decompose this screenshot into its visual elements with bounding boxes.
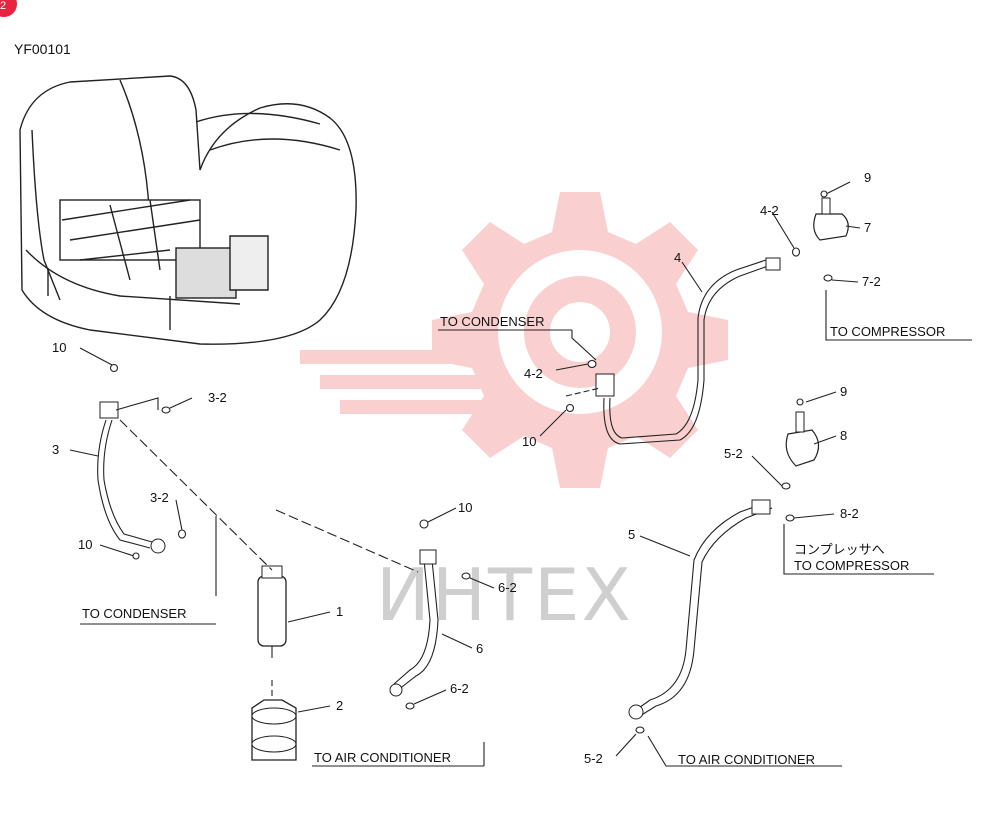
callout-7: 7 [864, 220, 871, 235]
compressor-fitting-8 [785, 411, 820, 467]
callout-8: 8 [840, 428, 847, 443]
watermark-text: ИНТЕХ [376, 553, 633, 637]
page-badge: 2 [0, 0, 17, 17]
label-to-condenser-left: TO CONDENSER [82, 606, 187, 621]
page-badge-number: 2 [0, 0, 6, 12]
drier-bracket [251, 680, 297, 761]
drawing-code: YF00101 [14, 41, 71, 57]
callout-9-a: 9 [864, 170, 871, 185]
callout-4-2-b: 4-2 [524, 366, 543, 381]
small-parts [109, 190, 833, 734]
callout-1: 1 [336, 604, 343, 619]
callout-3: 3 [52, 442, 59, 457]
label-to-compressor-mid: TO COMPRESSOR [794, 558, 909, 573]
callout-7-2: 7-2 [862, 274, 881, 289]
label-to-condenser-top: TO CONDENSER [440, 314, 545, 329]
callout-3-2-b: 3-2 [150, 490, 169, 505]
label-to-compressor-top: TO COMPRESSOR [830, 324, 945, 339]
callout-6-2-b: 6-2 [450, 681, 469, 696]
label-to-air-conditioner-right: TO AIR CONDITIONER [678, 752, 815, 767]
label-to-air-conditioner-center: TO AIR CONDITIONER [314, 750, 451, 765]
compressor-fitting-7 [813, 197, 849, 241]
watermark-gear-logo [300, 192, 728, 488]
callout-4-2-a: 4-2 [760, 203, 779, 218]
machine-overview-illustration [19, 75, 357, 345]
callout-10-c: 10 [458, 500, 472, 515]
callout-9-b: 9 [840, 384, 847, 399]
callout-4: 4 [674, 250, 681, 265]
callout-5-2-b: 5-2 [584, 751, 603, 766]
callout-6: 6 [476, 641, 483, 656]
callout-5-2-a: 5-2 [724, 446, 743, 461]
callout-5: 5 [628, 527, 635, 542]
callout-10-d: 10 [522, 434, 536, 449]
callout-10-a: 10 [52, 340, 66, 355]
callout-10-b: 10 [78, 537, 92, 552]
receiver-drier [257, 565, 287, 658]
hose-5 [628, 499, 773, 720]
callout-3-2-a: 3-2 [208, 390, 227, 405]
label-compressor-jp: コンプレッサへ [794, 542, 885, 557]
callout-8-2: 8-2 [840, 506, 859, 521]
hose-6 [389, 549, 439, 697]
hose-4 [595, 257, 781, 445]
hose-3 [97, 401, 166, 554]
callout-2: 2 [336, 698, 343, 713]
callout-6-2-a: 6-2 [498, 580, 517, 595]
